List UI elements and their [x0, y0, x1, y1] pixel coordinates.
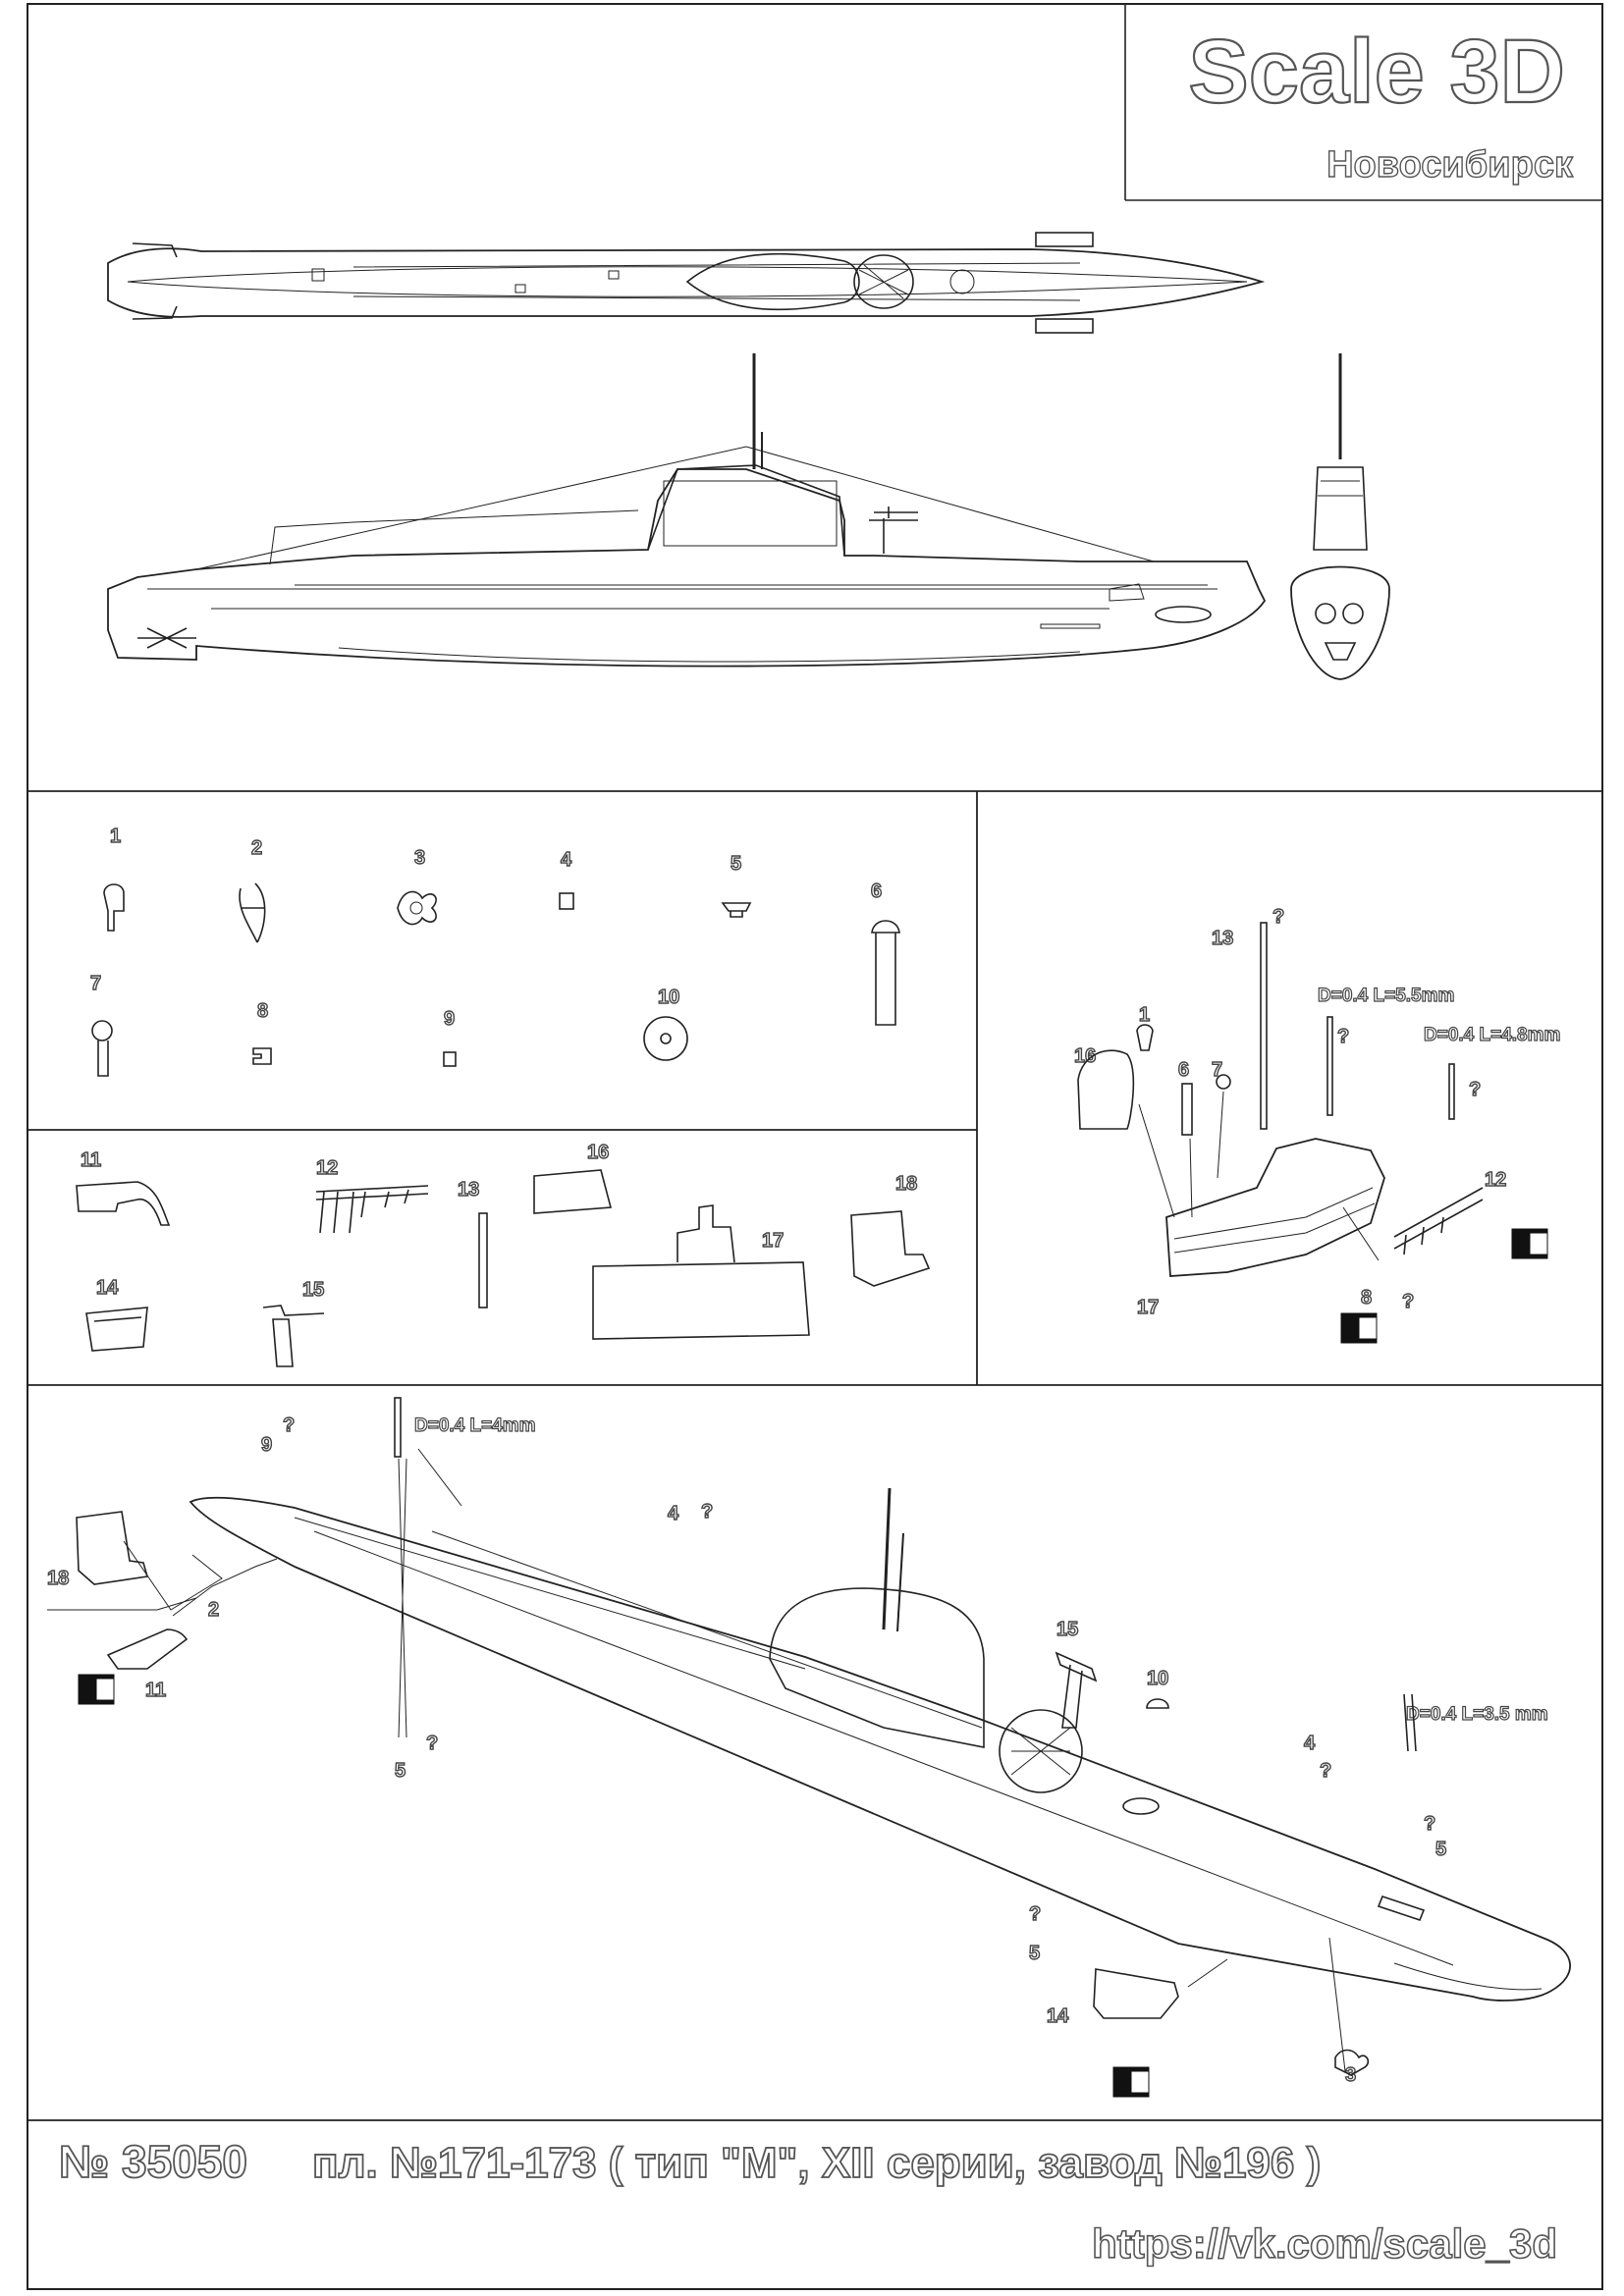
tower-assembly-panel: 13 ? D=0.4 L=5.5mm D=0.4 L=4.8mm ? ? 1 1… [1073, 905, 1561, 1344]
hull-label-4b: 4 [1304, 1733, 1316, 1754]
tower-q-2: ? [1469, 1079, 1481, 1100]
part-label-12: 12 [316, 1157, 338, 1179]
hull-label-11: 11 [145, 1680, 166, 1701]
part-label-6: 6 [871, 881, 882, 902]
hull-q-5c: ? [1029, 1903, 1041, 1925]
tower-q-8: ? [1402, 1291, 1414, 1312]
hull-label-5a: 5 [395, 1760, 406, 1782]
sheet-border [27, 3, 1603, 2290]
part-label-2: 2 [251, 837, 262, 859]
hull-label-14: 14 [1047, 2005, 1069, 2027]
part-label-3: 3 [414, 847, 425, 869]
parts-panel-2: 11 12 13 16 18 14 15 17 [76, 1141, 931, 1367]
side-profile-view [107, 353, 1267, 667]
part-label-18: 18 [895, 1173, 917, 1195]
hull-label-10: 10 [1147, 1668, 1168, 1689]
top-plan-view [107, 232, 1266, 334]
hull-q-4b: ? [1320, 1760, 1331, 1782]
hull-label-18: 18 [47, 1568, 69, 1589]
part-label-8: 8 [257, 1000, 268, 1022]
part-label-16: 16 [587, 1142, 609, 1163]
hull-assembly-panel: 9 ? D=0.4 L=4mm 4 ? 18 2 11 5 ? 15 10 D=… [46, 1397, 1571, 2098]
hull-label-5b: 5 [1435, 1839, 1446, 1860]
hull-q-5b: ? [1424, 1813, 1435, 1835]
part-label-9: 9 [444, 1008, 455, 1030]
tower-q-13: ? [1272, 906, 1284, 928]
part-label-1: 1 [110, 826, 121, 847]
hull-label-4a: 4 [668, 1503, 679, 1524]
hull-q-9: ? [283, 1415, 295, 1436]
tower-dim-2: D=0.4 L=4.8mm [1424, 1025, 1560, 1045]
part-label-10: 10 [658, 987, 679, 1008]
tower-dim-1: D=0.4 L=5.5mm [1318, 986, 1454, 1006]
tower-label-1: 1 [1139, 1004, 1150, 1026]
part-label-4: 4 [561, 849, 572, 871]
part-label-7: 7 [90, 973, 101, 994]
hull-label-9: 9 [261, 1434, 272, 1456]
part-label-11: 11 [81, 1149, 101, 1171]
tower-label-6: 6 [1178, 1059, 1189, 1081]
tower-label-13: 13 [1212, 928, 1233, 949]
kit-url[interactable]: https://vk.com/scale_3d [1091, 2219, 1557, 2268]
footer: № 35050 пл. №171-173 ( тип "М", XII сери… [58, 2135, 1558, 2268]
kit-description: пл. №171-173 ( тип "М", XII серии, завод… [312, 2139, 1321, 2187]
hull-dim-2: D=0.4 L=3.5 mm [1406, 1704, 1548, 1725]
hull-dim-1: D=0.4 L=4mm [414, 1415, 536, 1436]
front-view [1290, 353, 1390, 680]
tower-q-1: ? [1337, 1026, 1349, 1047]
brand-title: Scale 3D [1188, 22, 1565, 122]
brand-city: Новосибирск [1326, 144, 1574, 186]
parts-panel-1: 1 2 3 4 5 6 7 8 9 10 [89, 825, 900, 1077]
section-dividers [27, 790, 1602, 2121]
hull-label-15: 15 [1056, 1619, 1078, 1640]
brand-block: Scale 3D Новосибирск [1124, 4, 1602, 201]
part-label-17: 17 [762, 1230, 784, 1252]
tower-label-8: 8 [1361, 1287, 1372, 1308]
kit-number: № 35050 [59, 2136, 247, 2187]
part-label-13: 13 [458, 1179, 479, 1201]
tower-label-12: 12 [1485, 1169, 1506, 1191]
hull-q-4a: ? [701, 1501, 713, 1522]
hull-label-5c: 5 [1029, 1943, 1040, 1964]
hull-q-5a: ? [426, 1733, 438, 1754]
tower-label-16: 16 [1074, 1045, 1096, 1067]
part-label-14: 14 [96, 1277, 119, 1299]
tower-label-17: 17 [1137, 1297, 1159, 1318]
part-label-15: 15 [302, 1279, 324, 1301]
hull-label-2: 2 [208, 1599, 219, 1621]
part-label-5: 5 [731, 853, 741, 875]
